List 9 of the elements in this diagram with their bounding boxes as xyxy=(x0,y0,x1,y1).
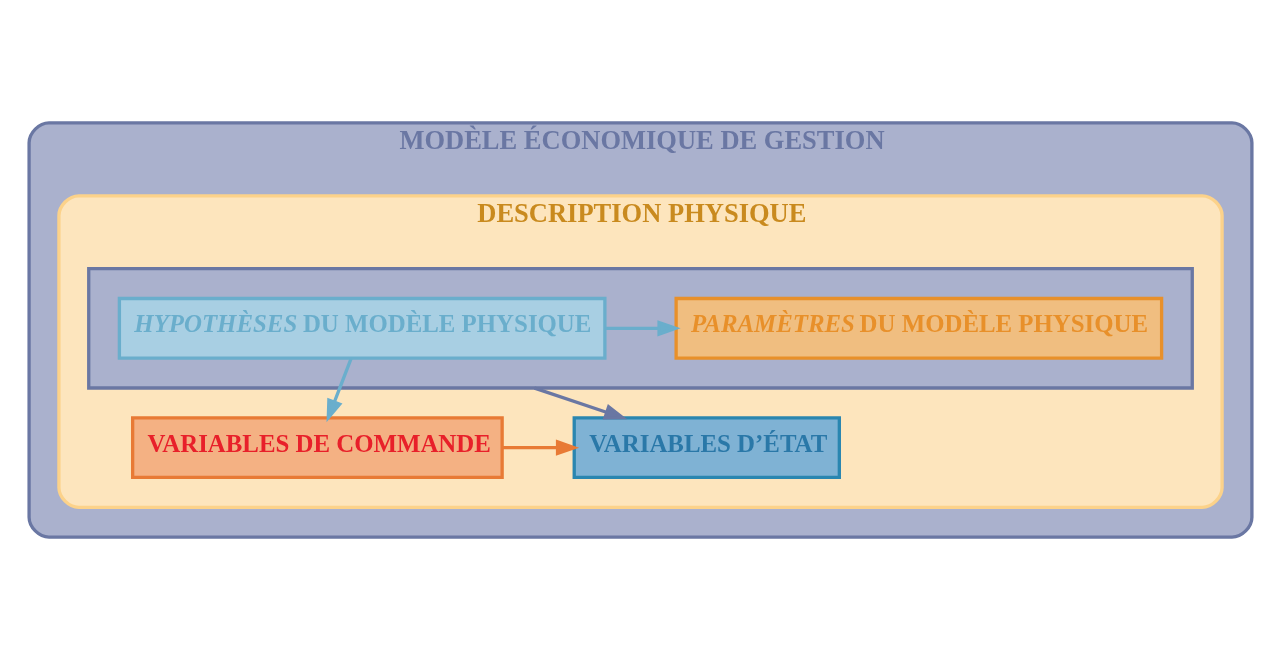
cluster xyxy=(87,266,1194,390)
node-box: HYPOTHÈSES DU MODÈLE PHYSIQUE xyxy=(117,296,607,360)
node-box: VARIABLES D’ÉTAT xyxy=(572,415,841,479)
arrow xyxy=(326,357,353,422)
node-box: VARIABLES DE COMMANDE xyxy=(131,415,504,479)
node-box: PARAMÈTRES DU MODÈLE PHYSIQUE xyxy=(674,296,1164,360)
arrow xyxy=(605,319,681,336)
arrow xyxy=(533,385,628,420)
arrow xyxy=(502,439,580,456)
